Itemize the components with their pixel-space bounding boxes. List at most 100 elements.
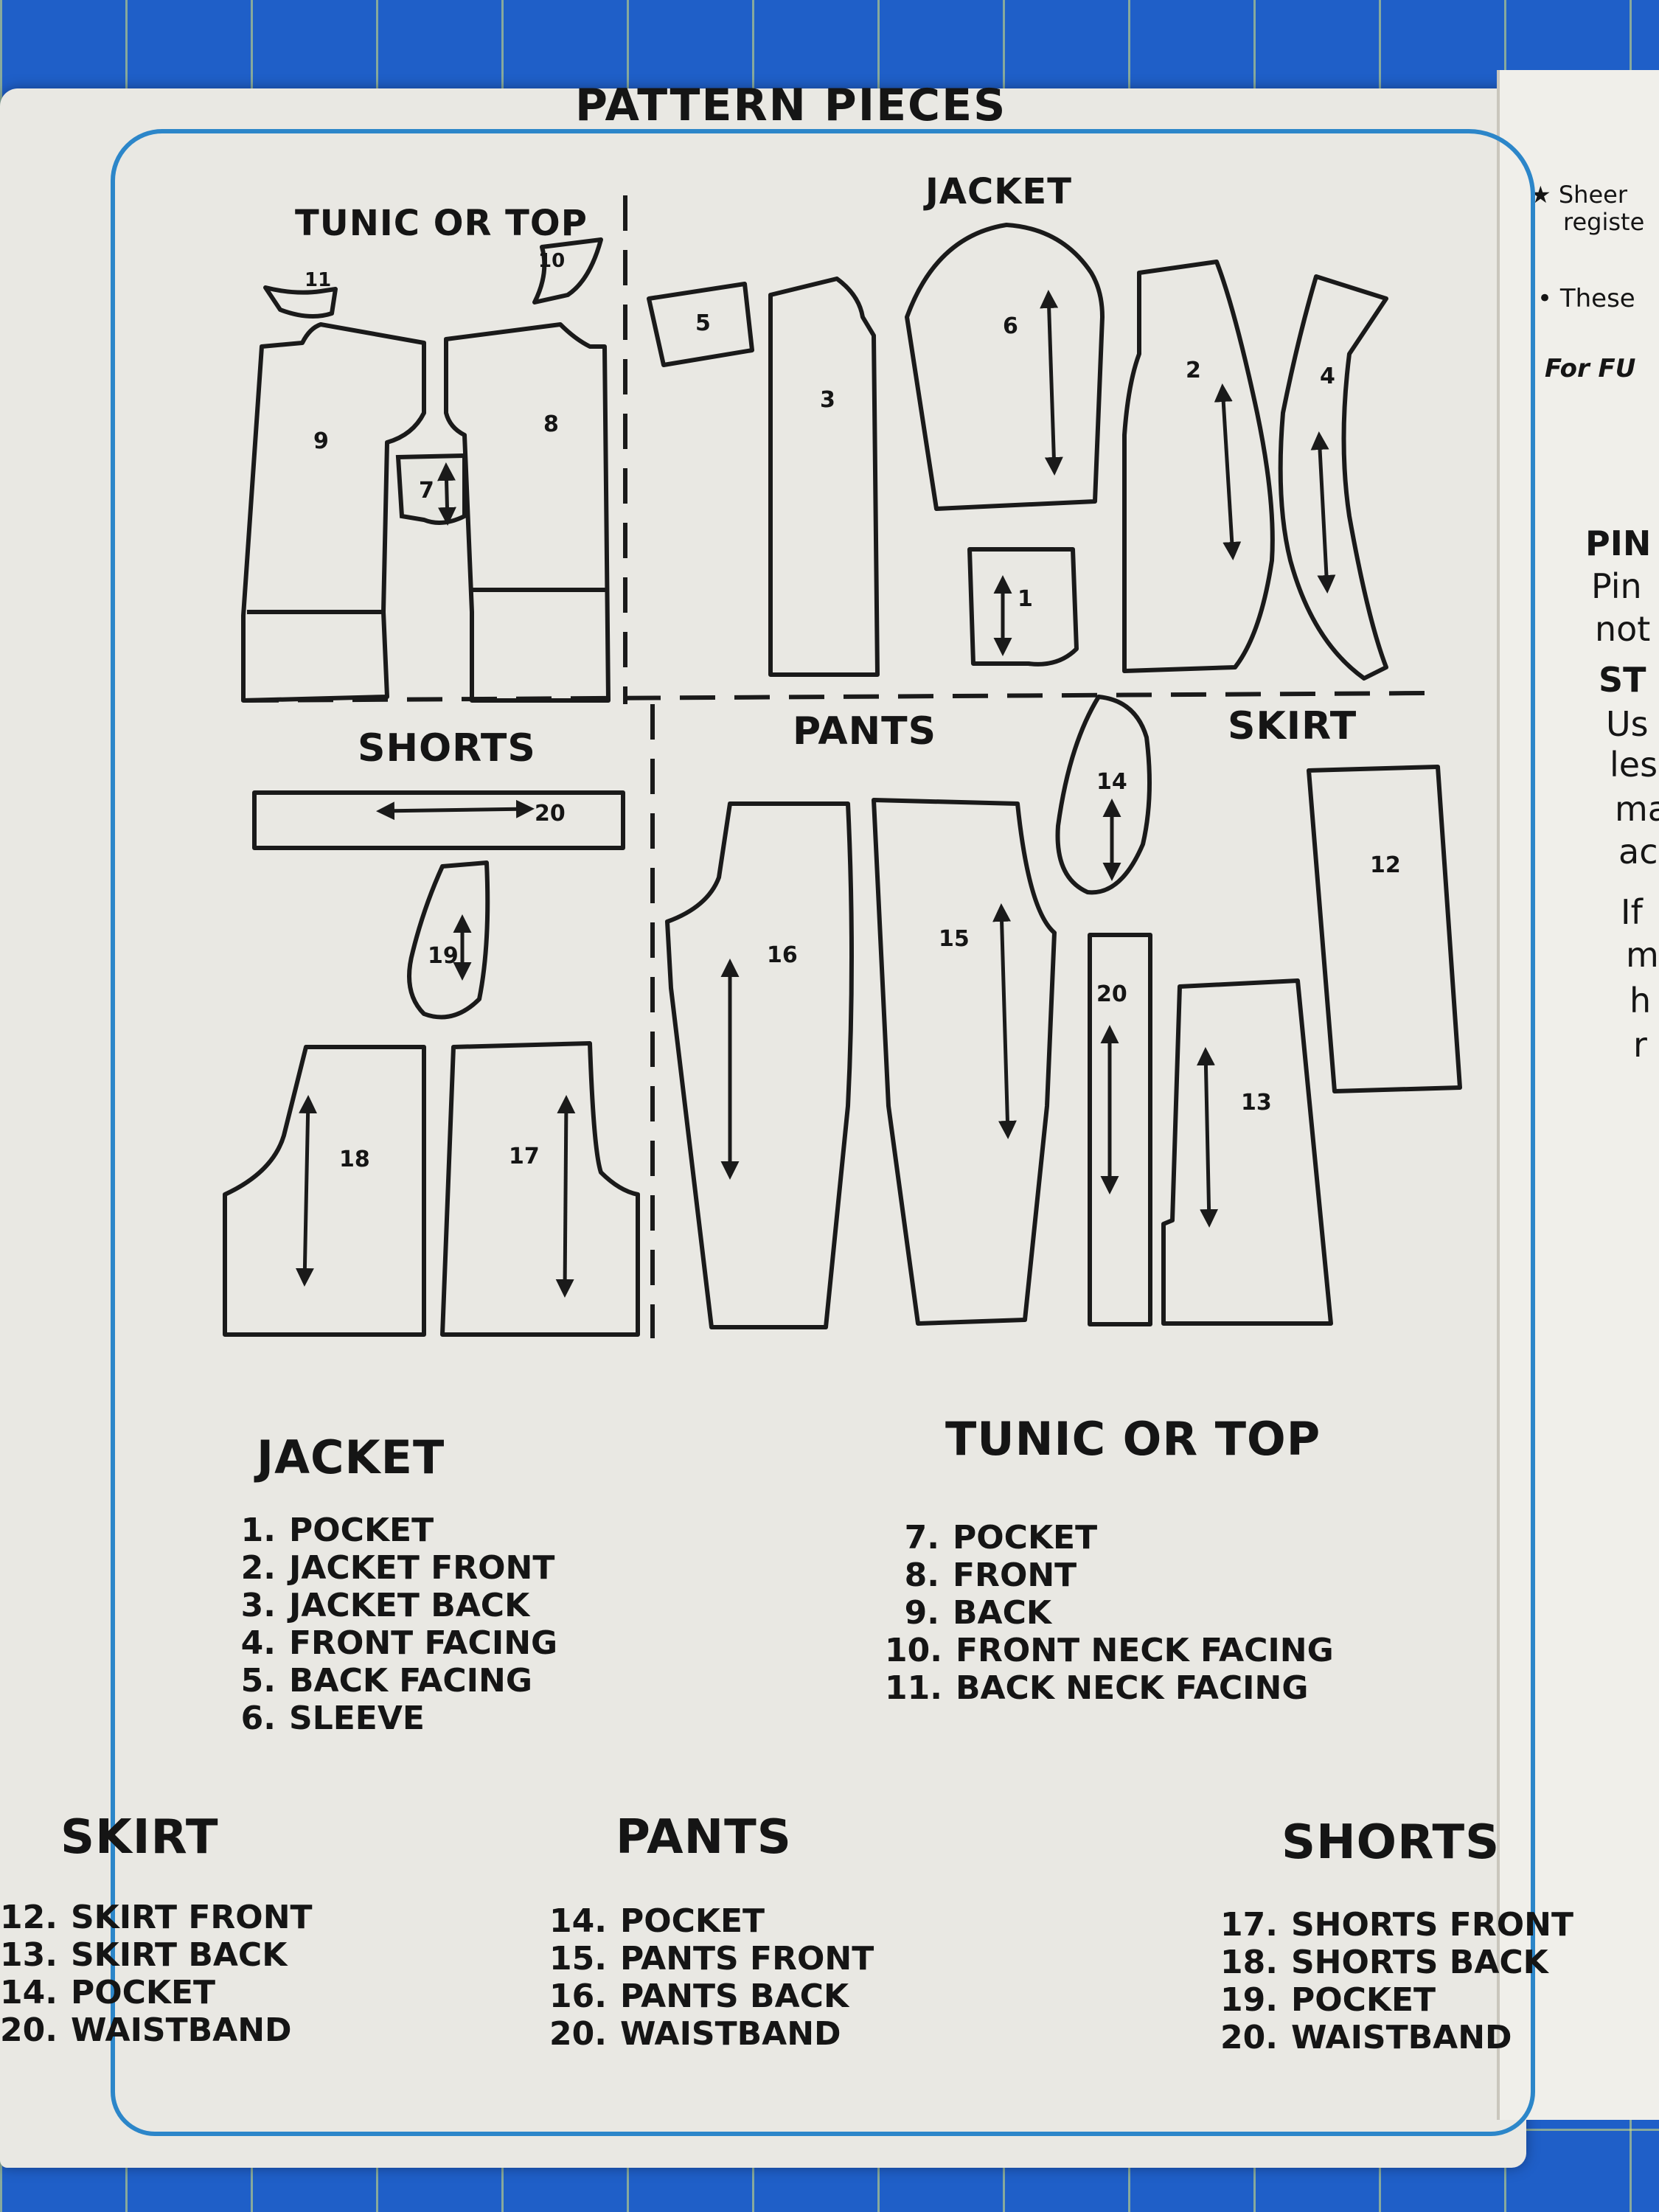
list-item: 16.PANTS BACK	[549, 1978, 874, 2015]
list-item-label: BACK FACING	[289, 1662, 532, 1700]
list-item-number: 14.	[549, 1902, 607, 1940]
piece-11-back-neck-facing	[263, 285, 338, 319]
piece-8-front	[444, 322, 611, 703]
list-item-number: 2.	[240, 1549, 276, 1587]
list-item-label: POCKET	[619, 1902, 765, 1940]
piece-19-pocket	[407, 860, 490, 1020]
piece-12-skirt-front	[1307, 765, 1462, 1093]
sidebar-fragment: ma	[1615, 789, 1659, 829]
list-item-number: 12.	[0, 1899, 58, 1936]
sidebar-fragment: ST	[1599, 660, 1646, 700]
list-item: 20. WAISTBAND	[1220, 2019, 1573, 2056]
piece-number: 19	[428, 943, 459, 969]
piece-number: 8	[543, 411, 559, 437]
sidebar-fragment: Pin	[1591, 566, 1642, 606]
list-item-label: SHORTS FRONT	[1290, 1906, 1573, 1944]
list-item-number: 5.	[240, 1662, 276, 1700]
list-item-label: WAISTBAND	[619, 2015, 841, 2053]
piece-number: 10	[538, 250, 565, 272]
sidebar-fragment: For FU	[1545, 354, 1636, 383]
piece-number: 11	[305, 269, 331, 291]
list-item: 2.JACKET FRONT	[221, 1549, 557, 1587]
list-item-number: 17.	[1220, 1906, 1278, 1944]
sidebar-fragment: not	[1595, 609, 1651, 649]
sidebar-fragment: ★ Sheer	[1530, 181, 1627, 209]
list-item-label: SHORTS BACK	[1290, 1944, 1548, 1981]
piece-number: 14	[1096, 769, 1127, 795]
list-item-number: 13.	[0, 1936, 58, 1974]
pattern-frame	[111, 129, 1535, 2136]
list-item: 5. BACK FACING	[221, 1662, 557, 1700]
grainline-arrow	[1310, 431, 1336, 594]
list-item-label: WAISTBAND	[1290, 2019, 1512, 2056]
piece-10-front-neck-facing	[532, 237, 603, 305]
adjacent-page	[1497, 70, 1659, 2120]
piece-20-waistband-shorts	[252, 790, 625, 850]
sidebar-fragment: PIN	[1585, 524, 1652, 563]
list-item: 6.SLEEVE	[221, 1700, 557, 1737]
sidebar-fragment: m	[1626, 935, 1659, 975]
piece-6-sleeve	[905, 223, 1105, 511]
list-item: 3. JACKET BACK	[221, 1587, 557, 1624]
list-item-label: POCKET	[953, 1519, 1098, 1557]
list-shorts: 17.SHORTS FRONT 18.SHORTS BACK 19.POCKET…	[1220, 1906, 1573, 2056]
piece-number: 3	[820, 387, 835, 413]
list-header-tunic: TUNIC OR TOP	[945, 1412, 1321, 1466]
list-item-label: POCKET	[70, 1974, 216, 2011]
list-item-label: BACK NECK FACING	[955, 1669, 1309, 1707]
list-item-number: 19.	[1220, 1981, 1278, 2019]
list-skirt: 12.SKIRT FRONT 13.SKIRT BACK 14.POCKET 2…	[0, 1899, 313, 2049]
piece-18-shorts-back	[223, 1045, 426, 1337]
list-item-label: JACKET BACK	[289, 1587, 530, 1624]
list-tunic: 7.POCKET 8.FRONT 9.BACK 10.FRONT NECK FA…	[885, 1519, 1334, 1707]
list-item-number: 9.	[904, 1594, 939, 1632]
list-item-number: 7.	[904, 1519, 939, 1557]
list-item: 19.POCKET	[1220, 1981, 1573, 2019]
piece-number: 6	[1003, 313, 1018, 339]
piece-number: 4	[1320, 364, 1335, 389]
grainline-arrow	[376, 799, 535, 821]
list-item-number: 6.	[240, 1700, 276, 1737]
list-item-number: 4.	[240, 1624, 276, 1662]
sidebar-fragment: ac	[1618, 832, 1658, 872]
list-header-shorts: SHORTS	[1281, 1815, 1500, 1870]
divider-horizontal	[243, 691, 1427, 703]
piece-17-shorts-front	[440, 1041, 640, 1337]
piece-9-back	[241, 322, 426, 703]
piece-number: 15	[939, 926, 970, 952]
piece-1-pocket	[967, 547, 1079, 667]
list-item-label: FRONT FACING	[289, 1624, 558, 1662]
page-title: PATTERN PIECES	[575, 80, 1007, 131]
list-item-number: 3.	[240, 1587, 276, 1624]
list-item-number: 20.	[1220, 2019, 1278, 2056]
list-item: 15.PANTS FRONT	[549, 1940, 874, 1978]
list-item: 20.WAISTBAND	[549, 2015, 874, 2053]
grainline-arrow	[1196, 1047, 1219, 1228]
list-item: 20.WAISTBAND	[0, 2011, 313, 2049]
sidebar-fragment: r	[1633, 1025, 1647, 1065]
list-item-label: FRONT	[953, 1557, 1077, 1594]
piece-number: 7	[419, 478, 434, 504]
diagram-header-jacket: JACKET	[925, 171, 1072, 212]
piece-20-waistband-skirt	[1088, 933, 1152, 1326]
sidebar-fragment: If	[1621, 892, 1643, 932]
list-item: 17. SHORTS FRONT	[1220, 1906, 1573, 1944]
list-pants: 14. POCKET 15.PANTS FRONT 16.PANTS BACK 2…	[549, 1902, 874, 2053]
list-item-label: PANTS BACK	[619, 1978, 849, 2015]
sidebar-fragment: h	[1630, 981, 1652, 1020]
piece-number: 20	[535, 801, 566, 827]
list-item-label: SKIRT BACK	[70, 1936, 288, 1974]
diagram-header-pants: PANTS	[793, 709, 937, 754]
grainline-arrow	[295, 1095, 318, 1287]
piece-5-back-facing	[647, 282, 754, 367]
grainline-arrow	[1214, 383, 1242, 560]
piece-number: 5	[695, 310, 711, 336]
piece-number: 17	[509, 1144, 540, 1169]
grainline-arrow	[1040, 290, 1063, 476]
sidebar-fragment: les	[1610, 745, 1658, 785]
piece-16-pants-back	[665, 801, 854, 1329]
piece-number: 16	[767, 942, 798, 968]
list-item-label: BACK	[953, 1594, 1051, 1632]
piece-2-jacket-front	[1122, 260, 1275, 673]
piece-13-skirt-back	[1161, 978, 1333, 1326]
